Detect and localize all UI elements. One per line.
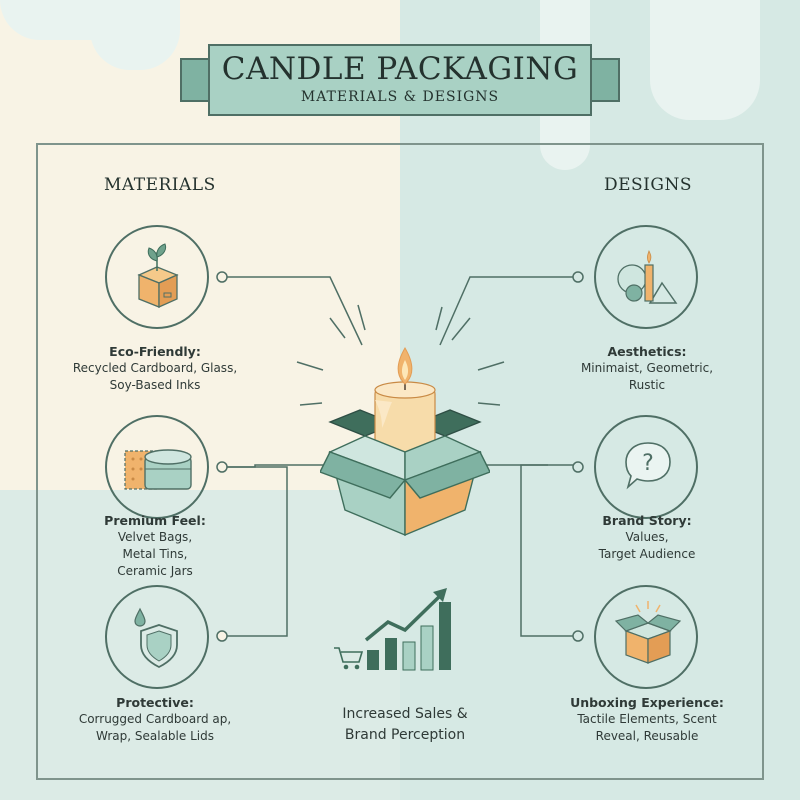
- eco-friendly-label: Eco-Friendly: Recycled Cardboard, Glass,…: [55, 343, 255, 394]
- brand-story-title: Brand Story:: [602, 513, 692, 528]
- premium-feel-line-3: Ceramic Jars: [117, 564, 193, 578]
- unboxing-line-1: Tactile Elements, Scent: [577, 712, 717, 726]
- protective-circle: [105, 585, 209, 689]
- unboxing-circle: [594, 585, 698, 689]
- premium-feel-line-2: Metal Tins,: [122, 547, 188, 561]
- brand-story-label: Brand Story: Values, Target Audience: [547, 512, 747, 563]
- eco-box-icon: [137, 243, 179, 309]
- aesthetics-circle: [594, 225, 698, 329]
- candle-box-icon: [320, 347, 490, 537]
- result-label: Increased Sales & Brand Perception: [305, 704, 505, 746]
- tin-fabric-icon: [124, 449, 192, 490]
- question-bubble-icon: ?: [625, 442, 671, 490]
- geometric-candle-icon: [617, 249, 678, 304]
- materials-heading: MATERIALS: [104, 175, 216, 195]
- eco-friendly-line-1: Recycled Cardboard, Glass,: [72, 361, 238, 375]
- aesthetics-line-1: Minimaist, Geometric,: [580, 361, 714, 375]
- page-subtitle: MATERIALS & DESIGNS: [300, 89, 500, 105]
- title-banner: CANDLE PACKAGING MATERIALS & DESIGNS: [208, 44, 592, 116]
- wax-drip: [650, 0, 760, 120]
- result-line-1: Increased Sales &: [342, 706, 468, 722]
- svg-text:?: ?: [642, 451, 654, 476]
- premium-feel-circle: [105, 415, 209, 519]
- aesthetics-title: Aesthetics:: [607, 344, 687, 359]
- premium-feel-label: Premium Feel: Velvet Bags, Metal Tins, C…: [55, 512, 255, 580]
- premium-feel-title: Premium Feel:: [104, 513, 206, 528]
- eco-friendly-line-2: Soy-Based Inks: [109, 378, 201, 392]
- sales-chart-icon: [334, 588, 451, 671]
- aesthetics-label: Aesthetics: Minimaist, Geometric, Rustic: [547, 343, 747, 394]
- premium-feel-line-1: Velvet Bags,: [117, 530, 193, 544]
- brand-story-line-1: Values,: [625, 530, 669, 544]
- open-box-icon: [614, 601, 682, 664]
- wax-drip: [90, 0, 180, 70]
- result-line-2: Brand Perception: [344, 727, 466, 743]
- protective-label: Protective: Corrugged Cardboard ap, Wrap…: [55, 694, 255, 745]
- brand-story-line-2: Target Audience: [598, 547, 696, 561]
- unboxing-title: Unboxing Experience:: [570, 695, 724, 710]
- aesthetics-line-2: Rustic: [628, 378, 666, 392]
- eco-friendly-title: Eco-Friendly:: [109, 344, 201, 359]
- unboxing-label: Unboxing Experience: Tactile Elements, S…: [547, 694, 747, 745]
- unboxing-line-2: Reveal, Reusable: [595, 729, 699, 743]
- protective-line-1: Corrugged Cardboard ap,: [78, 712, 232, 726]
- background-right: [400, 0, 800, 800]
- eco-friendly-circle: [105, 225, 209, 329]
- brand-story-circle: ?: [594, 415, 698, 519]
- protective-line-2: Wrap, Sealable Lids: [96, 729, 214, 743]
- designs-heading: DESIGNS: [604, 175, 693, 195]
- page-title: CANDLE PACKAGING: [221, 51, 579, 87]
- protective-title: Protective:: [116, 695, 194, 710]
- content-frame: [36, 143, 764, 780]
- shield-drop-icon: [134, 607, 178, 669]
